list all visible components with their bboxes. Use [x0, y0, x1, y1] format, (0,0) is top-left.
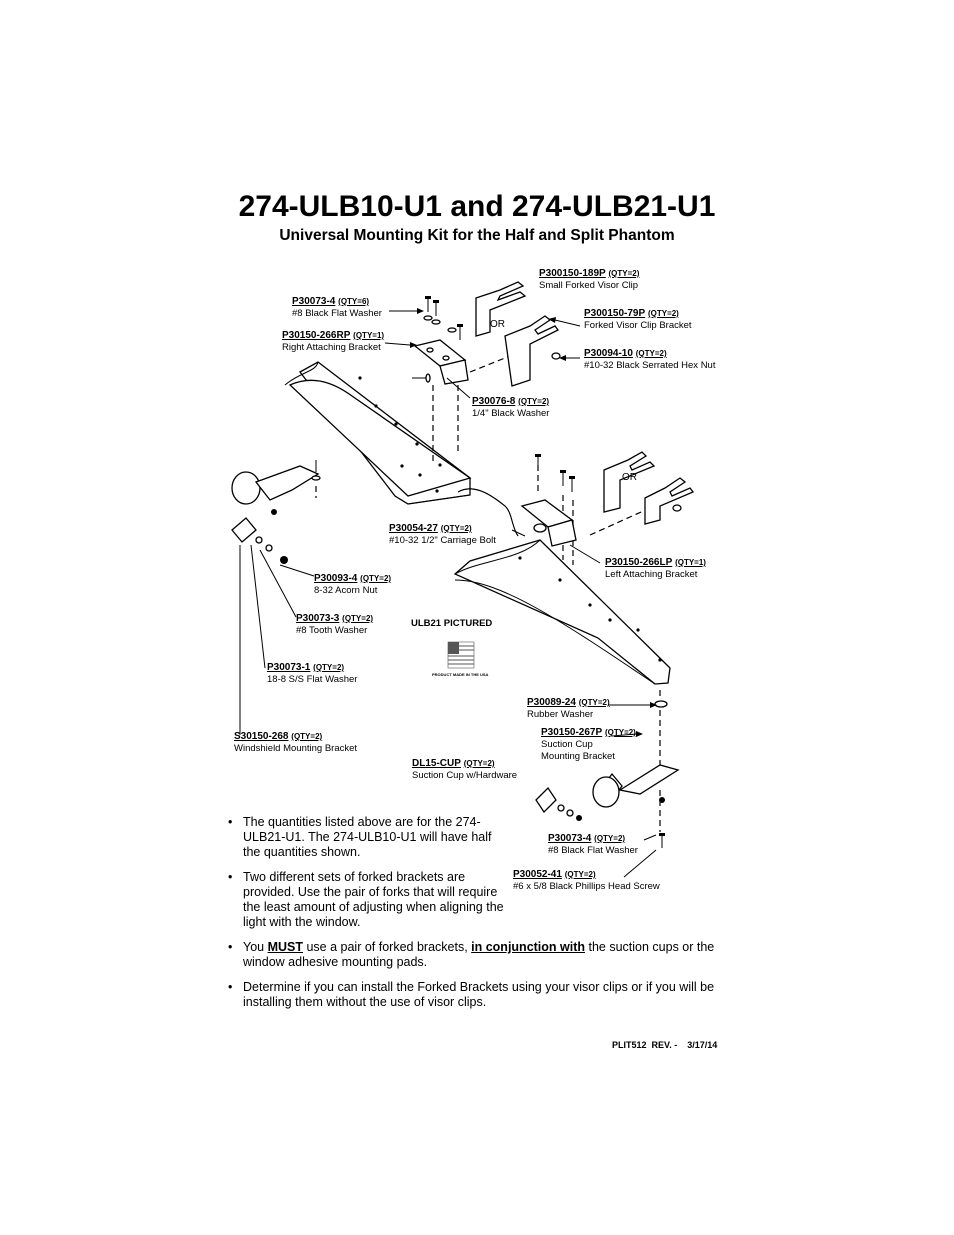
callout-ss-flat-washer: P30073-1 (QTY=2) 18-8 S/S Flat Washer: [267, 662, 358, 685]
callout-carriage-bolt: P30054-27 (QTY=2) #10-32 1/2" Carriage B…: [389, 523, 496, 546]
pictured-label: ULB21 PICTURED: [411, 618, 493, 629]
right-attaching-bracket-drawing: [413, 339, 469, 385]
note-quantities: The quantities listed above are for the …: [226, 815, 505, 860]
installation-notes: The quantities listed above are for the …: [226, 815, 726, 1020]
callout-suction-cup: DL15-CUP (QTY=2) Suction Cup w/Hardware: [412, 758, 518, 781]
callout-right-attaching-bracket: P30150-266RP (QTY=1) Right Attaching Bra…: [282, 330, 385, 353]
or-label-right: OR: [622, 472, 637, 483]
callout-black-flat-washer-top: P30073-4 (QTY=6) #8 Black Flat Washer: [292, 296, 382, 319]
suction-cup-bracket-drawing: [535, 700, 680, 848]
lower-light-bar-housing: [453, 539, 671, 685]
upper-light-bar-housing: [284, 361, 472, 505]
forked-visor-clips-right: [603, 451, 695, 525]
flag-caption: PRODUCT MADE IN THE USA: [432, 672, 489, 677]
note-must-use: You MUST use a pair of forked brackets, …: [226, 940, 726, 970]
note-visor-clips: Determine if you can install the Forked …: [226, 980, 726, 1010]
document-revision: PLIT512 REV. - 3/17/14: [612, 1040, 718, 1050]
or-label-top: OR: [490, 319, 505, 330]
callout-hex-nut: P30094-10 (QTY=2) #10-32 Black Serrated …: [584, 348, 716, 371]
callout-forked-visor-clip-bracket: P300150-79P (QTY=2) Forked Visor Clip Br…: [584, 308, 692, 331]
callout-windshield-bracket: S30150-268 (QTY=2) Windshield Mounting B…: [234, 731, 358, 754]
callout-acorn-nut: P30093-4 (QTY=2) 8-32 Acorn Nut: [314, 573, 392, 596]
document-subtitle: Universal Mounting Kit for the Half and …: [279, 227, 675, 244]
callout-left-attaching-bracket: P30150-266LP (QTY=1) Left Attaching Brac…: [605, 557, 706, 580]
document-title: 274-ULB10-U1 and 274-ULB21-U1: [238, 190, 716, 223]
callout-small-forked-visor-clip: P300150-189P (QTY=2) Small Forked Visor …: [539, 268, 640, 291]
forked-visor-clips-top: [475, 281, 561, 387]
usa-flag-logo: [447, 641, 475, 669]
callout-phillips-screw: P30052-41 (QTY=2) #6 x 5/8 Black Phillip…: [513, 869, 660, 892]
left-attaching-bracket-drawing: [520, 454, 577, 547]
note-forked-brackets: Two different sets of forked brackets ar…: [226, 870, 505, 930]
callout-arrows: [384, 308, 657, 878]
windshield-bracket-drawing: [231, 460, 321, 564]
callout-black-flat-washer-bottom: P30073-4 (QTY=2) #8 Black Flat Washer: [548, 833, 638, 856]
callout-black-washer: P30076-8 (QTY=2) 1/4" Black Washer: [472, 396, 550, 419]
top-screws: [412, 296, 463, 383]
callout-suction-cup-bracket: P30150-267P (QTY=2) Suction Cup Mounting…: [541, 727, 636, 762]
callout-tooth-washer: P30073-3 (QTY=2) #8 Tooth Washer: [296, 613, 374, 636]
callout-rubber-washer: P30089-24 (QTY=2) Rubber Washer: [527, 697, 610, 720]
